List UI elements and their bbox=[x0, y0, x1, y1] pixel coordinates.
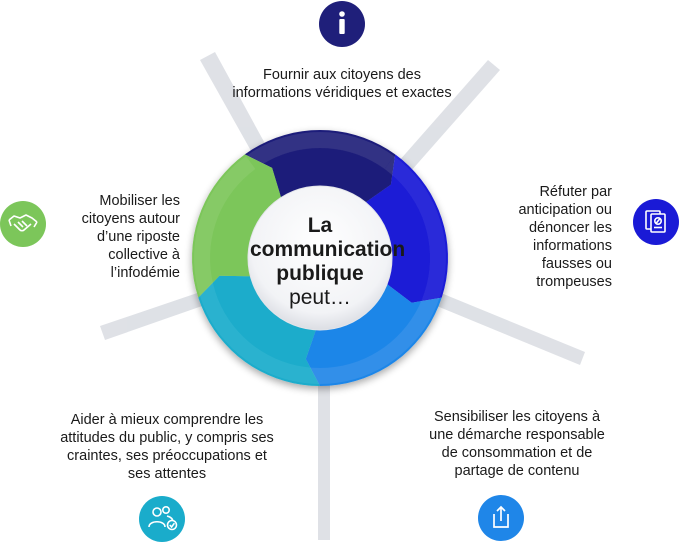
icon-mobilize[interactable] bbox=[0, 201, 46, 247]
label-sensitize-line: Sensibiliser les citoyens à bbox=[433, 409, 601, 425]
label-sensitize-line: de consommation et de bbox=[441, 445, 593, 461]
label-refute-line: informations bbox=[533, 238, 612, 254]
wheel-facet-mobilize bbox=[194, 156, 256, 297]
document-icon bbox=[645, 210, 666, 233]
wheel-facet-inform bbox=[245, 132, 395, 169]
label-refute-line: Réfuter par bbox=[539, 184, 612, 200]
center-line-3: publique bbox=[276, 262, 364, 285]
wheel bbox=[192, 130, 448, 386]
label-understand-line: ses attentes bbox=[127, 466, 207, 482]
label-mobilize-line: citoyens autour bbox=[81, 211, 180, 227]
label-mobilize-line: collective à bbox=[108, 247, 180, 263]
label-refute-line: fausses ou bbox=[541, 256, 612, 272]
share-icon bbox=[493, 505, 509, 528]
label-inform-line: Fournir aux citoyens des bbox=[263, 67, 421, 83]
label-refute: Réfuter par anticipation ou dénoncer les… bbox=[498, 183, 612, 291]
handshake-icon bbox=[8, 214, 38, 232]
center-line-2: communication bbox=[250, 238, 406, 261]
wheel-segment-understand bbox=[198, 275, 320, 386]
label-refute-line: anticipation ou bbox=[518, 202, 612, 218]
people-icon bbox=[148, 505, 178, 531]
label-refute-line: dénoncer les bbox=[528, 220, 612, 236]
icon-understand[interactable] bbox=[139, 496, 185, 542]
center-line-1: La bbox=[307, 214, 333, 237]
wheel-segment-sensitize bbox=[305, 276, 442, 386]
center-title: La communication publique peut… bbox=[250, 214, 406, 310]
label-mobilize-line: l’infodémie bbox=[110, 265, 180, 281]
label-understand-line: craintes, ses préoccupations et bbox=[67, 448, 267, 464]
label-mobilize-line: d’une riposte bbox=[96, 229, 180, 245]
label-understand-line: attitudes du public, y compris ses bbox=[60, 430, 274, 446]
label-mobilize: Mobiliser les citoyens autour d’une ripo… bbox=[70, 192, 180, 282]
icon-inform[interactable] bbox=[319, 1, 365, 47]
label-sensitize-line: partage de contenu bbox=[454, 463, 580, 479]
label-refute-line: trompeuses bbox=[536, 274, 612, 290]
wheel-facet-refute bbox=[384, 156, 446, 297]
label-understand: Aider à mieux comprendre les attitudes d… bbox=[50, 411, 284, 483]
icon-refute[interactable] bbox=[633, 199, 679, 245]
center-line-4: peut… bbox=[289, 286, 351, 309]
label-mobilize-line: Mobiliser les bbox=[99, 193, 180, 209]
wheel-facet-understand bbox=[200, 292, 320, 384]
icon-sensitize[interactable] bbox=[478, 495, 524, 541]
label-sensitize: Sensibiliser les citoyens à une démarche… bbox=[418, 408, 616, 480]
center-circle bbox=[247, 185, 393, 331]
label-inform: Fournir aux citoyens des informations vé… bbox=[228, 66, 456, 102]
label-understand-line: Aider à mieux comprendre les bbox=[70, 412, 264, 428]
info-icon bbox=[339, 11, 345, 34]
label-inform-line: informations véridiques et exactes bbox=[232, 85, 452, 101]
label-sensitize-line: une démarche responsable bbox=[429, 427, 605, 443]
wheel-facet-sensitize bbox=[320, 292, 440, 384]
